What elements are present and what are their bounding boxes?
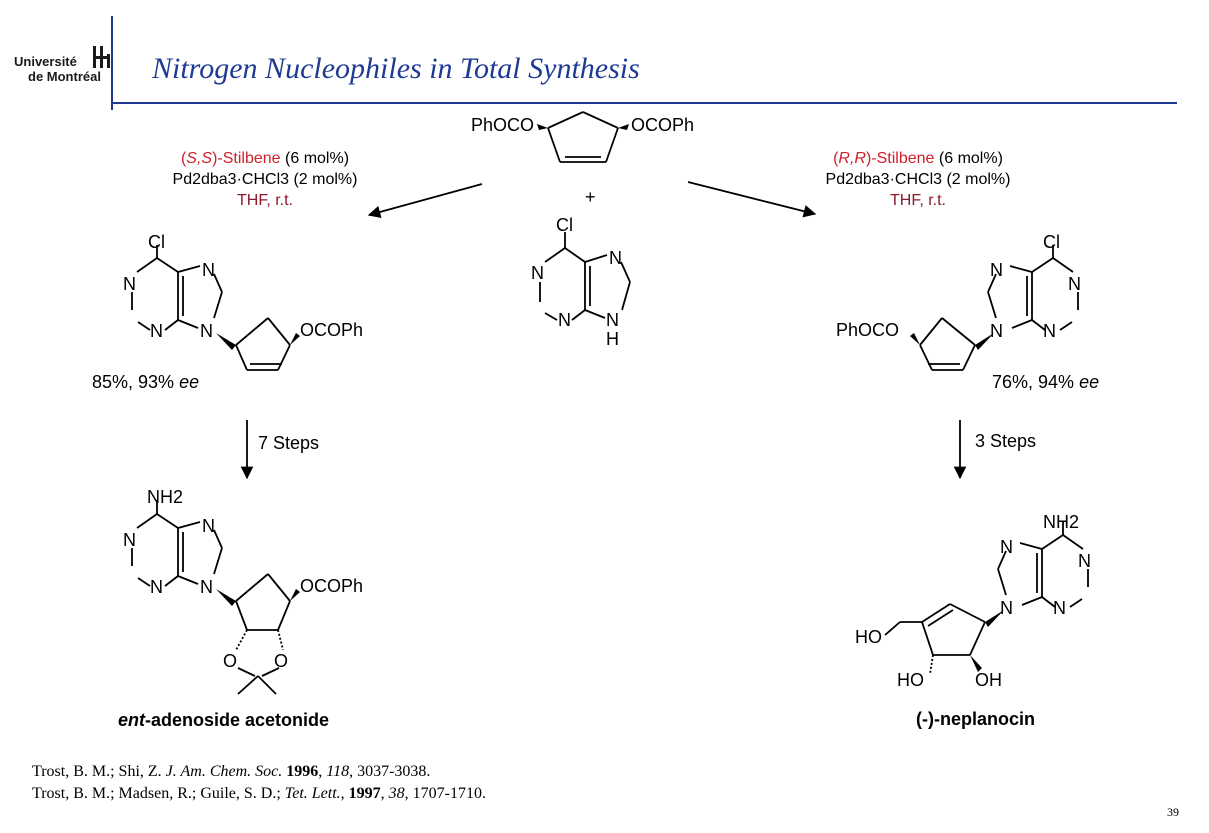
n-label: N bbox=[200, 577, 213, 597]
ref-journal: J. Am. Chem. Soc. bbox=[165, 763, 283, 780]
n-label: N bbox=[990, 260, 1003, 280]
name-rest: -adenoside acetonide bbox=[145, 710, 330, 730]
plus-sign: + bbox=[585, 187, 596, 207]
yield-value: 85%, 93% bbox=[92, 372, 180, 392]
nh2-label: NH2 bbox=[147, 487, 183, 507]
ref-year: 1997 bbox=[348, 785, 381, 802]
n-label: N bbox=[1043, 321, 1056, 341]
neplanocin-structure: NH2 N N N N HO HO OH bbox=[855, 512, 1091, 690]
page-title: Nitrogen Nucleophiles in Total Synthesis bbox=[152, 52, 640, 85]
n-label: N bbox=[1053, 598, 1066, 618]
logo-line-1: Université bbox=[14, 54, 77, 69]
ligand-loading: (6 mol%) bbox=[280, 150, 350, 167]
n-label: N bbox=[1000, 537, 1013, 557]
right-catalyst-line: Pd2dba3·CHCl3 (2 mol%) bbox=[825, 171, 1011, 188]
ref-volume: 118 bbox=[326, 763, 350, 780]
chloropurine: Cl N N N N H bbox=[531, 215, 631, 349]
oh-label: OH bbox=[975, 670, 1002, 690]
cl-label: Cl bbox=[1043, 232, 1060, 252]
n-label: N bbox=[531, 263, 544, 283]
ho-label: HO bbox=[855, 627, 882, 647]
h-label: H bbox=[606, 329, 619, 349]
ref-authors: Trost, B. M.; Shi, Z. bbox=[32, 763, 166, 780]
ref-year: 1996 bbox=[286, 763, 319, 780]
ho-label: HO bbox=[897, 670, 924, 690]
n-label: N bbox=[1078, 551, 1091, 571]
header-vertical-rule bbox=[111, 16, 113, 110]
ligand-stereo: R,R bbox=[838, 150, 866, 167]
logo-line-2: de Montréal bbox=[28, 69, 101, 84]
n-label: N bbox=[1068, 274, 1081, 294]
right-ester-label: OCOPh bbox=[631, 115, 694, 135]
ester-label: PhOCO bbox=[836, 320, 899, 340]
diester-cyclopentene: PhOCO OCOPh bbox=[471, 111, 694, 163]
right-final-name: (-)-neplanocin bbox=[916, 709, 1035, 729]
ref-journal: Tet. Lett. bbox=[284, 785, 341, 802]
n-label: N bbox=[990, 321, 1003, 341]
ref-volume: 38 bbox=[388, 785, 405, 802]
yield-value: 76%, 94% bbox=[992, 372, 1080, 392]
n-label: N bbox=[202, 260, 215, 280]
right-solvent-line: THF, r.t. bbox=[890, 192, 946, 209]
ref-authors: Trost, B. M.; Madsen, R.; Guile, S. D.; bbox=[32, 785, 285, 802]
ee-label: ee bbox=[1079, 372, 1100, 392]
ref-pages: , 3037-3038. bbox=[349, 763, 431, 780]
n-label: N bbox=[609, 248, 622, 268]
right-conditions: (R,R)-Stilbene (6 mol%) Pd2dba3·CHCl3 (2… bbox=[798, 148, 1038, 211]
ligand-stereo: S,S bbox=[186, 150, 213, 167]
ee-label: ee bbox=[179, 372, 200, 392]
left-conditions: (S,S)-Stilbene (6 mol%) Pd2dba3·CHCl3 (2… bbox=[145, 148, 385, 211]
left-solvent-line: THF, r.t. bbox=[237, 192, 293, 209]
n-label: N bbox=[123, 530, 136, 550]
paren: ( bbox=[833, 150, 839, 167]
left-ligand-line: (S,S)-Stilbene (6 mol%) bbox=[145, 148, 385, 169]
o-label: O bbox=[274, 651, 288, 671]
ref-pages: , 1707-1710. bbox=[404, 785, 486, 802]
o-label: O bbox=[223, 651, 237, 671]
adenoside-acetonide-structure: NH2 N N N N OCOPh O O bbox=[123, 487, 363, 695]
logo-emblem-icon bbox=[93, 46, 110, 68]
ester-label: OCOPh bbox=[300, 576, 363, 596]
right-yield: 76%, 94% ee bbox=[992, 372, 1099, 393]
left-catalyst-line: Pd2dba3·CHCl3 (2 mol%) bbox=[172, 171, 358, 188]
n-label: N bbox=[1000, 598, 1013, 618]
reaction-arrow-left bbox=[367, 183, 483, 219]
n-label: N bbox=[606, 310, 619, 330]
nh2-label: NH2 bbox=[1043, 512, 1079, 532]
references: Trost, B. M.; Shi, Z. J. Am. Chem. Soc. … bbox=[32, 761, 486, 805]
n-label: N bbox=[202, 516, 215, 536]
left-ester-label: PhOCO bbox=[471, 115, 534, 135]
paren: ( bbox=[180, 150, 187, 167]
n-label: N bbox=[150, 577, 163, 597]
right-steps-label: 3 Steps bbox=[975, 431, 1037, 451]
left-yield: 85%, 93% ee bbox=[92, 372, 199, 393]
cl-label: Cl bbox=[556, 215, 573, 235]
left-product-structure: Cl N N N N OCOPh bbox=[123, 232, 363, 371]
ligand-loading: (6 mol%) bbox=[934, 150, 1003, 167]
n-label: N bbox=[558, 310, 571, 330]
reference-2: Trost, B. M.; Madsen, R.; Guile, S. D.; … bbox=[32, 785, 486, 802]
left-steps-label: 7 Steps bbox=[258, 433, 320, 453]
ester-label: OCOPh bbox=[300, 320, 363, 340]
page-number: 39 bbox=[1167, 805, 1179, 819]
right-product-structure: Cl N N N N PhOCO bbox=[836, 232, 1081, 371]
cl-label: Cl bbox=[148, 232, 165, 252]
ligand-name: )-Stilbene bbox=[865, 150, 935, 167]
right-ligand-line: (R,R)-Stilbene (6 mol%) bbox=[798, 148, 1038, 169]
n-label: N bbox=[200, 321, 213, 341]
n-label: N bbox=[150, 321, 163, 341]
reaction-arrow-right bbox=[687, 181, 817, 218]
left-final-name: ent-adenoside acetonide bbox=[118, 710, 329, 731]
header-horizontal-rule bbox=[111, 102, 1177, 104]
reference-1: Trost, B. M.; Shi, Z. J. Am. Chem. Soc. … bbox=[32, 763, 431, 780]
ligand-name: )-Stilbene bbox=[212, 150, 281, 167]
n-label: N bbox=[123, 274, 136, 294]
university-logo: Université de Montréal bbox=[14, 44, 114, 84]
name-prefix: ent bbox=[118, 710, 145, 730]
